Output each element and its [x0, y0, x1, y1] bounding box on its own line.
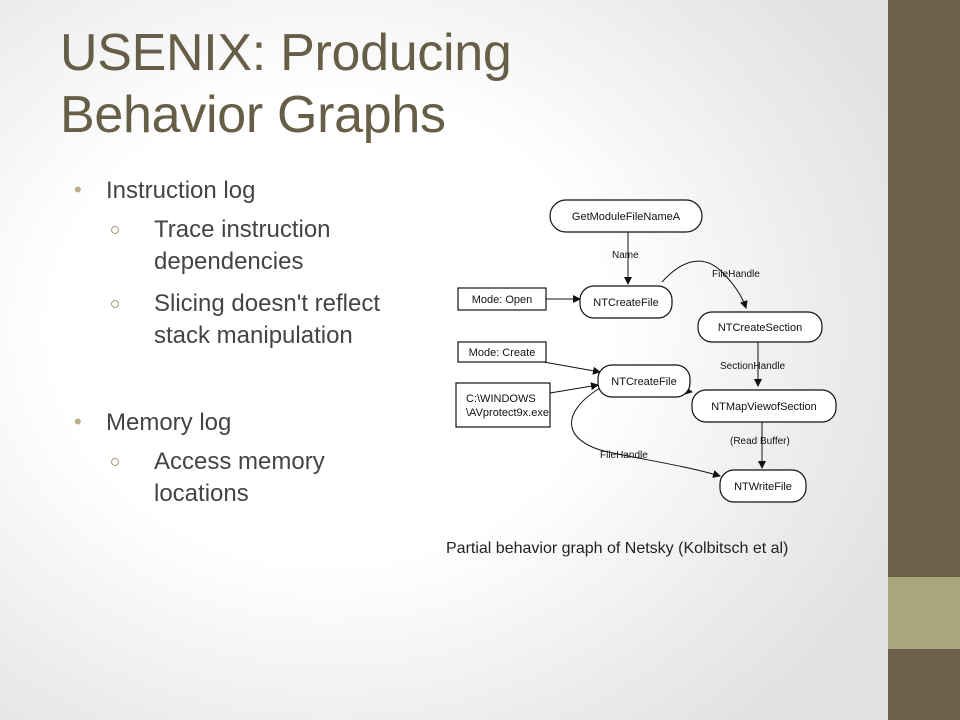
node-ntcreatefile-1-label: NTCreateFile: [593, 297, 658, 309]
title-line-2: Behavior Graphs: [60, 86, 446, 144]
node-ntwritefile-label: NTWriteFile: [734, 481, 792, 493]
bullet-item: • Instruction log Trace instruction depe…: [74, 176, 424, 352]
bullet-item: • Memory log Access memory locations: [74, 408, 424, 510]
slide-title: USENIX: Producing Behavior Graphs: [60, 22, 760, 146]
sub-bullet-list: Trace instruction dependencies Slicing d…: [106, 214, 424, 352]
bullet-list: • Instruction log Trace instruction depe…: [74, 176, 424, 520]
node-file-path-line-2: \AVprotect9x.exe: [466, 407, 549, 419]
title-line-1: USENIX: Producing: [60, 24, 512, 82]
edge-label-filehandle: FileHandle: [712, 269, 760, 280]
behavior-graph: GetModuleFileNameA NTCreateFile Mode: Op…: [455, 199, 837, 503]
node-ntwritefile: [719, 469, 807, 503]
node-getmodulefilenamea: [549, 199, 703, 233]
node-mode-create: [457, 341, 547, 363]
figure-caption: Partial behavior graph of Netsky (Kolbit…: [446, 540, 789, 557]
sub-bullet-text: Trace instruction dependencies: [154, 216, 331, 275]
sub-bullet-list: Access memory locations: [106, 446, 424, 510]
hollow-circle-icon: [111, 300, 119, 308]
edge-mode-create-arrow: [537, 360, 601, 375]
node-ntcreatesection: [697, 311, 823, 343]
hollow-circle-icon: [111, 458, 119, 466]
edge-path-arrow: [549, 382, 599, 394]
node-ntmapviewofsection: [691, 389, 837, 423]
edge-label-sectionhandle: SectionHandle: [720, 361, 785, 372]
sidebar-accent-block: [888, 577, 960, 649]
sub-bullet-text: Slicing doesn't reflect stack manipulati…: [154, 290, 381, 349]
edge-filehandle2-arrow: [571, 387, 721, 478]
node-mode-create-label: Mode: Create: [469, 347, 536, 359]
edge-filehandle-arrow: [661, 260, 748, 309]
node-mode-open-label: Mode: Open: [472, 294, 533, 306]
node-ntcreatefile-2: [597, 364, 691, 398]
edge-label-name: Name: [612, 250, 639, 261]
bullet-dot-icon: •: [74, 409, 82, 434]
node-ntcreatesection-label: NTCreateSection: [718, 322, 802, 334]
node-ntmapviewofsection-label: NTMapViewofSection: [711, 401, 817, 413]
right-sidebar-bar: [888, 0, 960, 720]
bullet-text: Instruction log: [106, 177, 256, 204]
sub-bullet-item: Trace instruction dependencies: [106, 214, 424, 278]
node-getmodulefilenamea-label: GetModuleFileNameA: [572, 211, 681, 223]
node-ntcreatefile-1: [579, 285, 673, 319]
hollow-circle-icon: [111, 226, 119, 234]
edge-label-filehandle-2: FileHandle: [600, 450, 648, 461]
bullet-dot-icon: •: [74, 177, 82, 202]
node-mode-open: [457, 287, 547, 311]
sub-bullet-text: Access memory locations: [154, 448, 325, 507]
node-file-path: [455, 382, 551, 428]
node-ntcreatefile-2-label: NTCreateFile: [611, 376, 676, 388]
edge-label-readbuffer: (Read Buffer): [730, 436, 790, 447]
bullet-text: Memory log: [106, 409, 232, 436]
sub-bullet-item: Slicing doesn't reflect stack manipulati…: [106, 288, 424, 352]
sub-bullet-item: Access memory locations: [106, 446, 424, 510]
node-file-path-line-1: C:\WINDOWS: [466, 393, 536, 405]
